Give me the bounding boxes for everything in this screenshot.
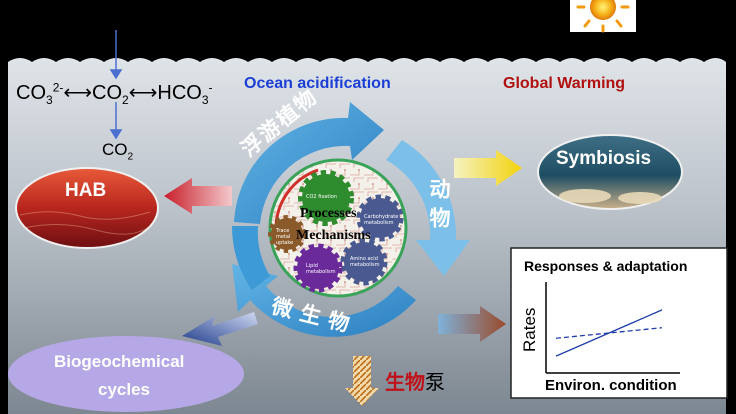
arrow-to-hab-icon (164, 178, 232, 214)
inner-red-arc (274, 168, 319, 231)
lower-co2-label: CO2 (102, 140, 133, 162)
carbonate-equation: CO32-⟷CO2⟷HCO3- (16, 80, 213, 107)
biogeochemical-cycles-bubble (8, 336, 244, 412)
coral-shapes (559, 189, 662, 204)
equilibrium-arrow-2: ⟷ (128, 82, 158, 104)
co2-base: CO (92, 82, 123, 104)
bicarbonate-base: HCO (157, 82, 202, 104)
gear-lipid-icon (293, 243, 343, 293)
arrow-to-responses-icon (438, 306, 506, 342)
biological-pump-arrow-icon (345, 356, 379, 406)
global-warming-heading: Global Warming (503, 75, 626, 92)
response-chart-xlabel: Environ. condition (545, 377, 677, 394)
co2-subscript: 2 (122, 93, 129, 107)
ring-arc-top-arrow (234, 102, 384, 224)
gear-carbohydrate-icon (356, 194, 404, 242)
response-chart-ylabel: Rates (520, 307, 539, 352)
gear-label-lipid: Lipid metabolism (306, 263, 336, 275)
gear-label-trace-metal: Trace metal uptake (276, 228, 294, 246)
carbonate-base: CO (16, 82, 46, 104)
gear-trace-metal-icon (268, 215, 306, 253)
gear-label-carbohydrate: Carbohydrate metabolism (364, 214, 399, 226)
response-chart-axes (545, 282, 680, 374)
bicarbonate-subscript: 3 (201, 93, 209, 107)
gear-amino-acid-icon (340, 238, 388, 286)
biogeochemical-label-line2: cycles (98, 380, 150, 399)
hab-label: HAB (65, 180, 107, 201)
biological-pump-label: 生物泵 (385, 366, 445, 395)
ring-label-zooplankton: 动物 (427, 178, 451, 236)
gear-label-amino-acid: Amino acid metabolism (350, 256, 380, 268)
biogeochemical-label-line1: Biogeochemical (54, 352, 185, 371)
equilibrium-arrow-1: ⟷ (63, 82, 93, 104)
pump-label-red: 生物 (385, 370, 425, 394)
arrow-to-symbiosis-icon (454, 150, 522, 186)
response-chart-title: Responses & adaptation (524, 258, 688, 274)
top-co2-label: CO2 (97, 7, 132, 27)
ring-arc-right-arrow (386, 140, 470, 276)
carbonate-charge: 2- (52, 80, 64, 95)
ocean-acidification-heading: Ocean acidification (244, 75, 391, 92)
chart-series-line-1 (555, 309, 663, 357)
sun-icon (570, 0, 636, 33)
hab-bloom-image (15, 167, 159, 249)
lower-co2-base: CO (102, 140, 128, 159)
bicarbonate-charge: - (208, 80, 213, 95)
co2-arrow-down-icon (109, 30, 123, 140)
symbiosis-label: Symbiosis (556, 148, 652, 169)
pump-label-black: 泵 (425, 370, 445, 394)
center-label-processes: Processes (300, 206, 357, 221)
ring-arc-bottom-arrow (232, 264, 416, 337)
arrow-to-biogeochemical-icon (182, 312, 258, 346)
gear-label-co2-fixation: CO2 fixation (306, 194, 337, 200)
lower-co2-subscript: 2 (127, 151, 134, 163)
gear-co2-fixation-icon (298, 170, 354, 226)
center-label-mechanisms: Mechanisms (296, 228, 371, 243)
carbonate-subscript: 3 (46, 93, 53, 107)
chart-series-layer (555, 309, 663, 357)
ring-arc-left-arrow (231, 226, 270, 290)
hab-wave-texture (19, 211, 151, 235)
chart-series-line-2 (555, 327, 663, 339)
top-co2-text: CO2 (97, 7, 132, 26)
